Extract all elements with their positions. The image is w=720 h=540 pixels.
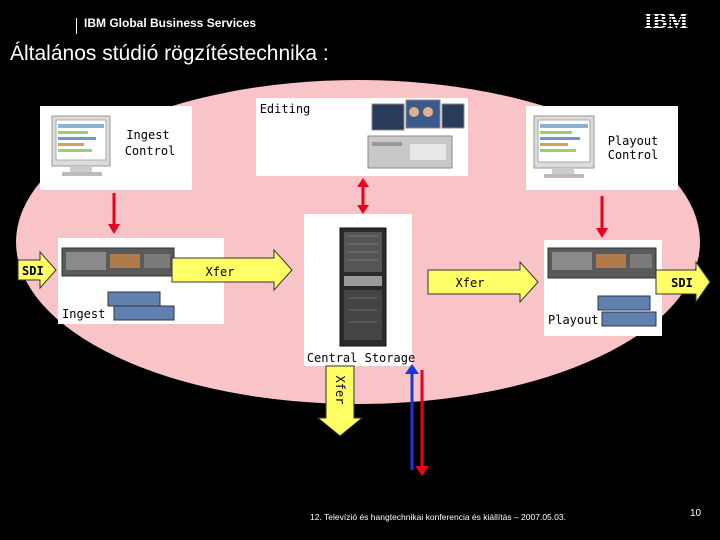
question-item: - Munkafolyamatok (42, 447, 166, 461)
header-bar (0, 0, 720, 36)
playout-label: Playout (548, 313, 599, 327)
xfer-right-arrow (427, 260, 539, 304)
ingest-server-icon (61, 247, 175, 321)
xfer-vertical-arrow (316, 365, 364, 437)
playout-control-label-1: Playout (608, 134, 659, 148)
questions-title: Kérdések : (42, 375, 114, 389)
sdi-right-arrow (655, 260, 711, 304)
page-number: 10 (690, 508, 702, 519)
ingest-control-label-1: Ingest (126, 128, 169, 142)
xfer-right-label: Xfer (456, 276, 485, 290)
red-link-arrow (415, 370, 429, 476)
sdi-right-label: SDI (671, 276, 693, 290)
ingest-label: Ingest (62, 307, 105, 321)
control-link-left (108, 193, 120, 234)
page-title: Általános stúdió rögzítéstechnika : (10, 42, 329, 65)
storage-rack-icon (339, 227, 387, 347)
sdi-left-label: SDI (22, 264, 44, 278)
control-link-center (357, 178, 369, 214)
playout-server-icon (547, 247, 657, 327)
ibm-logo-text: IBM (644, 8, 688, 32)
brand-text: IBM Global Business Services (84, 16, 257, 30)
ingest-control-label-2: Control (125, 144, 176, 158)
central-storage-label: Central Storage (307, 351, 415, 365)
editing-label: Editing (260, 102, 311, 116)
xfer-left-label: Xfer (206, 265, 235, 279)
question-item: - Meta.Adat rendszer (42, 433, 187, 447)
ibm-logo: IBM (644, 8, 688, 32)
control-link-right (596, 196, 608, 238)
title-bar (0, 36, 720, 76)
question-item: - Archívum (42, 419, 114, 433)
editing-workstation-icon (367, 99, 465, 169)
footer-text: 12. Televízió és hangtechnikai konferenc… (310, 512, 566, 522)
xfer-left-arrow (171, 248, 293, 292)
question-item: - Megtekintés (Low.Res) (42, 405, 208, 419)
monitor-icon (51, 115, 111, 176)
brand-divider (76, 18, 77, 34)
playout-control-label-2: Control (608, 148, 659, 162)
monitor-icon (533, 115, 595, 178)
sdi-left-arrow (17, 250, 57, 290)
xfer-vertical-label: Xfer (333, 376, 347, 405)
blue-link-arrow (405, 364, 419, 470)
